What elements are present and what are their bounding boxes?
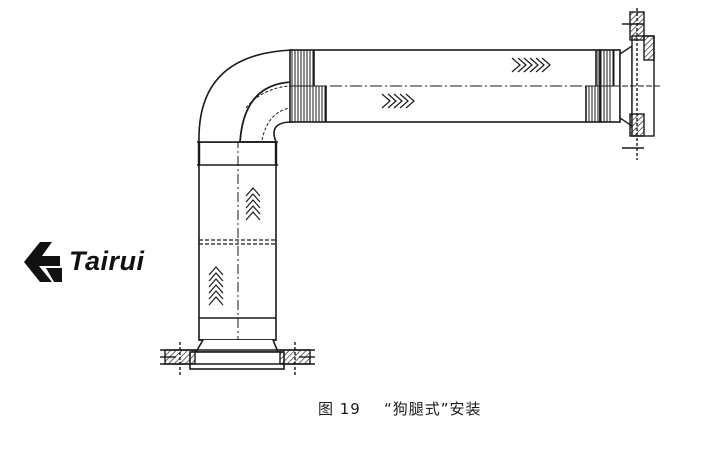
thread-left-upper (291, 49, 315, 87)
tairui-logo: Tairui (22, 242, 172, 286)
bottom-flange (160, 342, 315, 376)
figure-caption: 图 19 “狗腿式”安装 (318, 398, 558, 424)
flow-arrows-vertical-lower (208, 266, 224, 306)
tairui-brand-text: Tairui (69, 246, 145, 276)
right-flange (619, 8, 662, 160)
figure-label: 图 19 (318, 400, 361, 418)
flow-arrows-vertical-upper (245, 187, 261, 221)
pipe-elbow (198, 49, 293, 143)
tairui-logo-mark-icon (24, 242, 62, 282)
thread-right-lower (585, 85, 611, 123)
thread-right-upper (597, 49, 615, 87)
figure-title: “狗腿式”安装 (383, 400, 482, 418)
thread-left-lower (291, 85, 327, 123)
elbow-weld-line (245, 85, 291, 141)
vertical-pipe (189, 138, 285, 372)
flow-arrows-horizontal-lower (381, 93, 415, 109)
flow-arrows-horizontal-upper (511, 57, 551, 73)
